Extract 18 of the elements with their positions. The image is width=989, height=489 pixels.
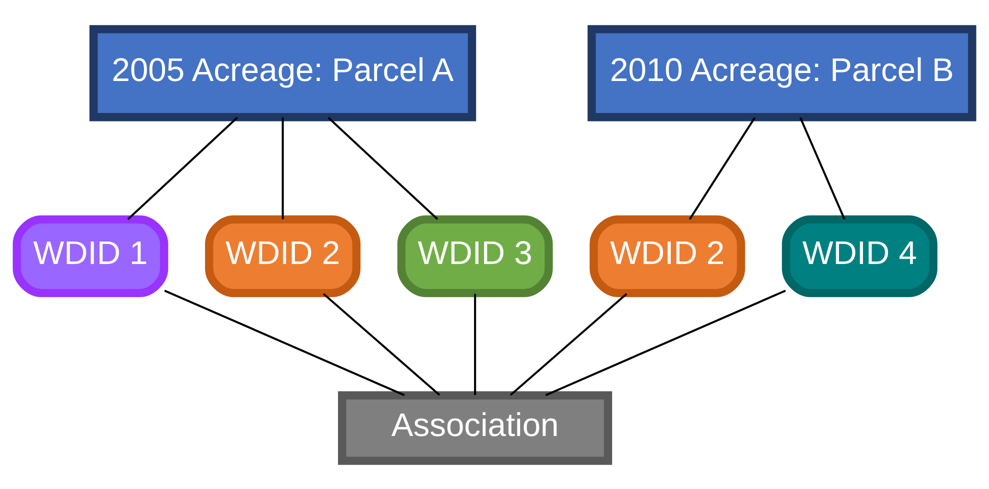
node-box: WDID 2: [590, 214, 746, 297]
node-box: 2005 Acreage: Parcel A: [89, 24, 476, 121]
connector: [127, 116, 238, 220]
node-box: WDID 2: [205, 214, 361, 297]
connector: [510, 292, 628, 396]
connector: [545, 289, 786, 396]
node-box: WDID 4: [782, 214, 938, 297]
connector: [164, 289, 405, 396]
node-box: 2010 Acreage: Parcel B: [588, 24, 976, 121]
connector: [328, 116, 438, 220]
node-box: WDID 3: [397, 214, 553, 297]
connector: [474, 293, 476, 395]
node-box: Association: [338, 390, 612, 464]
connector: [799, 116, 846, 220]
node-box: WDID 1: [12, 214, 168, 297]
connector: [322, 292, 440, 396]
connector: [282, 117, 284, 219]
connector: [688, 116, 756, 220]
